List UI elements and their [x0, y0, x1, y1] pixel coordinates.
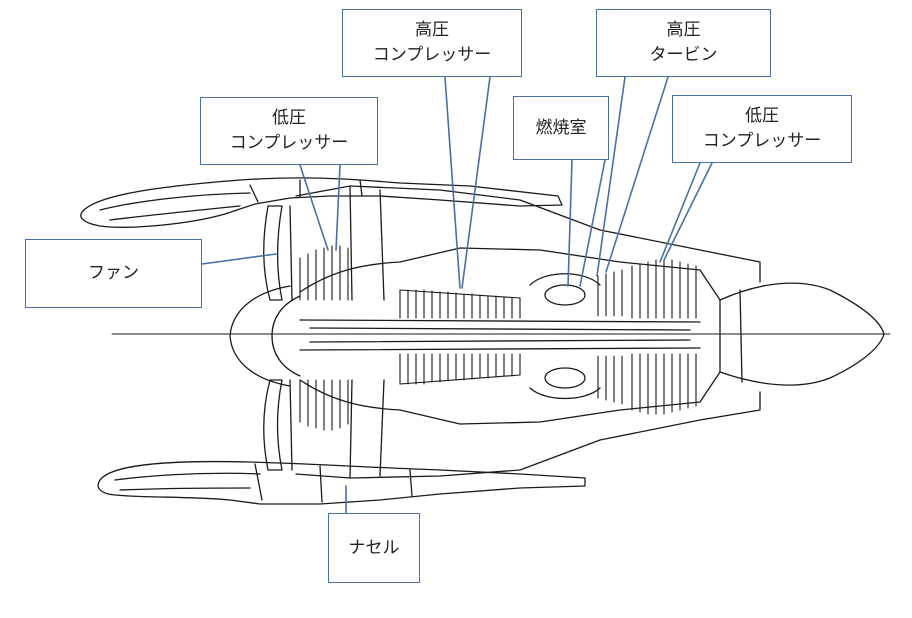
nacelle-lower [97, 460, 586, 505]
callout-combustor: 燃焼室 [513, 96, 609, 160]
bypass-duct [295, 185, 761, 479]
leader-combustor-2 [579, 159, 606, 287]
callout-lp-turbine-line2: コンプレッサー [702, 131, 822, 151]
callout-combustor-line1: 燃焼室 [535, 117, 587, 138]
callout-hp-compressor-line2: コンプレッサー [372, 45, 492, 65]
leader-lp-turbine [659, 162, 701, 263]
callout-fan-line1: ファン [88, 263, 139, 284]
lp-turbine-stages [631, 259, 697, 415]
callout-lp-compressor-line1: 低圧 [272, 108, 306, 129]
callout-lp-compressor: 低圧 コンプレッサー [200, 97, 378, 165]
core-casing [299, 247, 721, 425]
leader-hp-turbine [596, 76, 626, 277]
callout-nacelle-line1: ナセル [348, 537, 400, 558]
leader-hp-compressor [444, 76, 461, 289]
callout-lp-turbine: 低圧 コンプレッサー [672, 95, 852, 163]
inlet-spinner [229, 285, 291, 387]
hp-turbine-stages [597, 269, 623, 405]
callout-lp-turbine-line1: 低圧 [745, 106, 779, 127]
callout-hp-turbine-line2: タービン [649, 45, 718, 65]
callout-lp-compressor-line2: コンプレッサー [229, 133, 349, 153]
combustor [529, 273, 601, 400]
leader-combustor [567, 159, 573, 287]
callout-fan: ファン [25, 239, 202, 308]
callout-hp-compressor-line1: 高圧 [415, 20, 449, 41]
leader-hp-turbine-2 [605, 76, 669, 273]
nacelle-upper [80, 177, 563, 228]
fan-blades [263, 205, 293, 471]
callout-hp-turbine: 高圧 タービン [596, 9, 771, 77]
exhaust-frame [739, 289, 743, 383]
leader-lp-turbine-2 [663, 162, 713, 261]
engine-shafts [299, 319, 701, 351]
callout-nacelle: ナセル [328, 513, 420, 583]
spinner-inner [271, 295, 301, 377]
callout-hp-turbine-line1: 高圧 [666, 20, 701, 41]
lp-compressor-stages [299, 245, 349, 431]
callout-hp-compressor: 高圧 コンプレッサー [342, 9, 522, 77]
leader-lp-compressor [299, 164, 329, 251]
leader-lp-compressor-2 [335, 164, 341, 251]
leader-fan [201, 253, 277, 265]
leader-hp-compressor-2 [461, 76, 491, 289]
hp-compressor-stages [399, 289, 521, 385]
